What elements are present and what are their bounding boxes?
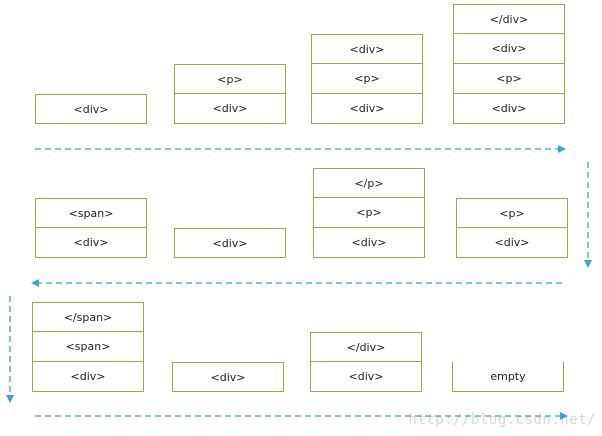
stack-r3-2: <div> xyxy=(172,362,284,392)
stack-cell: <div> xyxy=(172,362,284,392)
stack-cell: <div> xyxy=(311,34,423,64)
stack-r2-1: <span><div> xyxy=(35,198,147,258)
stack-cell: <div> xyxy=(310,362,422,392)
stack-cell: </span> xyxy=(32,302,144,332)
stack-cell: <div> xyxy=(174,94,286,124)
watermark: http://blog.csdn.net/ xyxy=(408,412,596,428)
stack-cell: <div> xyxy=(174,228,286,258)
stack-cell: <div> xyxy=(313,228,425,258)
stack-cell: <p> xyxy=(174,64,286,94)
stack-r2-3: </p><p><div> xyxy=(313,168,425,258)
stack-r3-1: </span><span><div> xyxy=(32,302,144,392)
stack-cell: </p> xyxy=(313,168,425,198)
stack-cell: <div> xyxy=(32,362,144,392)
stack-cell: </div> xyxy=(453,4,565,34)
stack-cell: <div> xyxy=(453,94,565,124)
stack-cell: <p> xyxy=(456,198,568,228)
stack-cell: <p> xyxy=(311,64,423,94)
stack-cell: </div> xyxy=(310,332,422,362)
stack-cell: empty xyxy=(452,362,564,392)
stack-r1-4: </div><div><p><div> xyxy=(453,4,565,124)
stack-cell: <div> xyxy=(311,94,423,124)
stack-cell: <span> xyxy=(32,332,144,362)
stack-cell: <div> xyxy=(456,228,568,258)
stack-r2-4: <p><div> xyxy=(456,198,568,258)
stack-cell: <p> xyxy=(453,64,565,94)
stack-cell: <p> xyxy=(313,198,425,228)
stack-r1-3: <div><p><div> xyxy=(311,34,423,124)
stack-cell: <div> xyxy=(35,94,147,124)
stack-r1-2: <p><div> xyxy=(174,64,286,124)
stack-cell: <div> xyxy=(35,228,147,258)
stack-cell: <div> xyxy=(453,34,565,64)
stack-r3-4: empty xyxy=(452,362,564,392)
stack-r2-2: <div> xyxy=(174,228,286,258)
stack-r1-1: <div> xyxy=(35,94,147,124)
stack-r3-3: </div><div> xyxy=(310,332,422,392)
stack-cell: <span> xyxy=(35,198,147,228)
